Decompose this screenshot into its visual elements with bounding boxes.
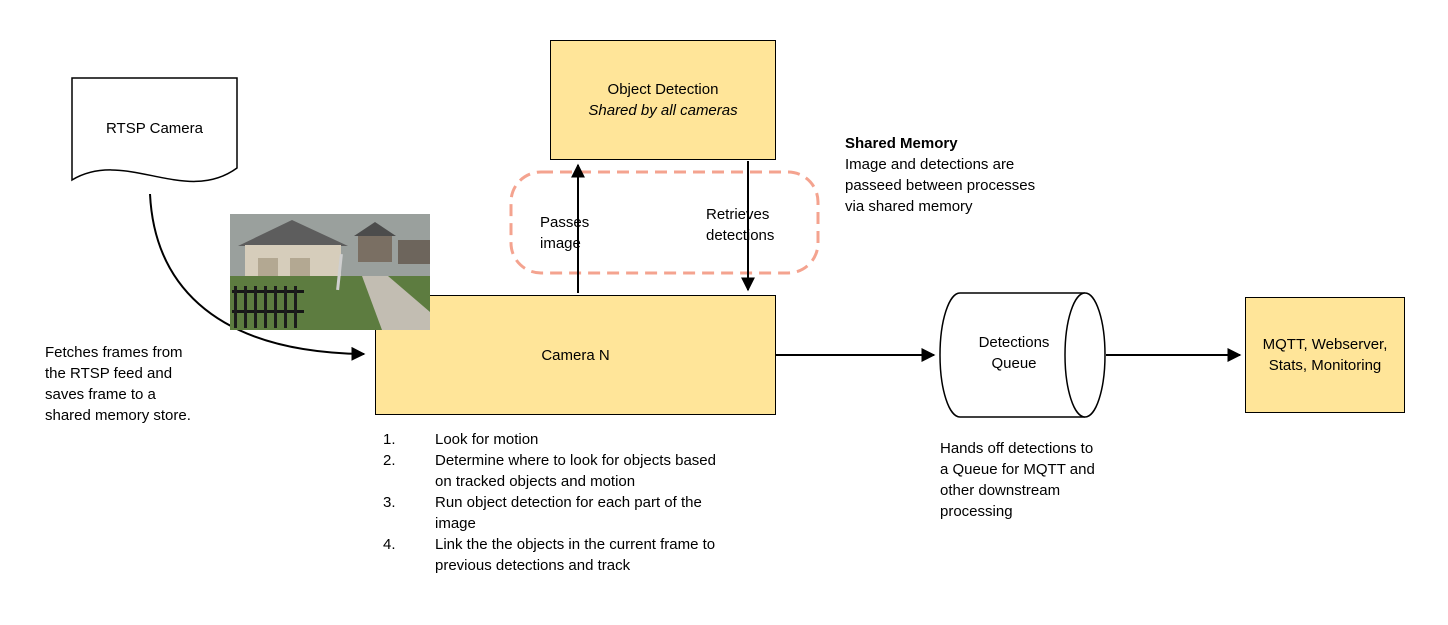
outputs-node: MQTT, Webserver, Stats, Monitoring [1245,297,1405,413]
shared-memory-body: Image and detections are passeed between… [845,156,1036,215]
camera-n-label: Camera N [541,346,610,364]
camera-steps-list: 1. Look for motion 2. Determine where to… [383,429,783,576]
retrieves-detections-label: Retrieves detections [706,206,775,244]
fetch-note: Fetches frames from the RTSP feed and sa… [45,344,191,424]
camera-step-text: Look for motion [435,431,539,448]
passes-image-label: Passes image [540,214,590,252]
queue-note: Hands off detections to a Queue for MQTT… [940,440,1095,520]
camera-step: 2. Determine where to look for objects b… [383,450,783,492]
camera-step-number: 1. [383,431,396,448]
rtsp-camera-label: RTSP Camera [106,120,203,137]
camera-step-text: Determine where to look for objects base… [435,452,716,490]
detections-queue-label: Detections Queue [978,334,1050,372]
object-detection-title: Object Detection [607,81,719,98]
shared-memory-annotation: Shared Memory Image and detections are p… [845,133,1040,217]
camera-step-number: 2. [383,452,396,469]
camera-snapshot-image [230,214,430,330]
camera-step-number: 3. [383,494,396,511]
camera-step: 1. Look for motion [383,429,783,450]
camera-n-node: Camera N [375,295,776,415]
camera-step-number: 4. [383,536,396,553]
camera-step-text: Link the the objects in the current fram… [435,536,716,574]
object-detection-node: Object Detection Shared by all cameras [550,40,776,160]
camera-snapshot-art [230,214,430,330]
camera-step-text: Run object detection for each part of th… [435,494,702,532]
camera-step: 4. Link the the objects in the current f… [383,534,783,576]
shared-memory-title: Shared Memory [845,135,958,152]
object-detection-subtitle: Shared by all cameras [588,102,738,119]
camera-step: 3. Run object detection for each part of… [383,492,783,534]
outputs-label: MQTT, Webserver, Stats, Monitoring [1262,336,1388,374]
